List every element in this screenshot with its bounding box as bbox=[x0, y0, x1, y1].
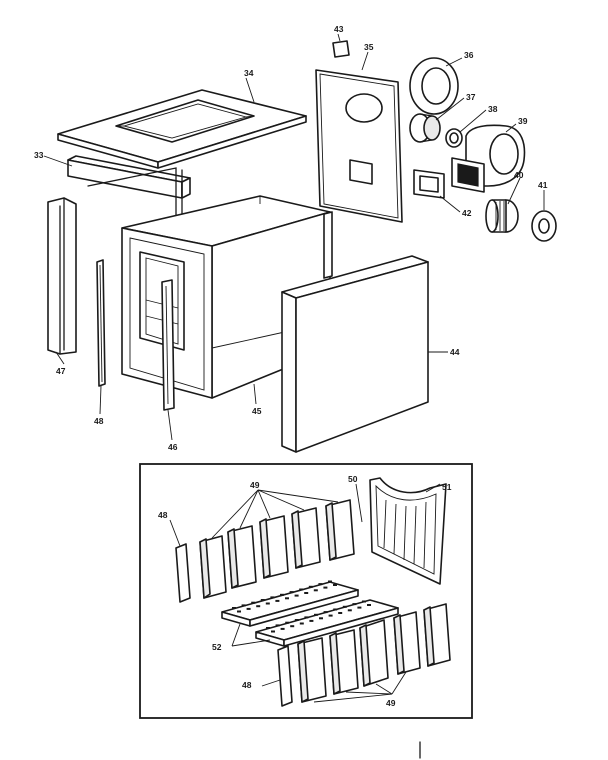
grate-slot bbox=[285, 597, 289, 600]
grate-slot bbox=[357, 606, 362, 609]
part-41-mount-ring bbox=[531, 210, 557, 242]
grate-slot bbox=[338, 612, 343, 614]
label-52: 52 bbox=[212, 642, 222, 652]
grate-slot bbox=[319, 617, 323, 620]
grate-slot bbox=[285, 621, 290, 624]
part-47-side-channel bbox=[47, 197, 77, 355]
label-41: 41 bbox=[538, 180, 548, 190]
grate-slot bbox=[299, 622, 304, 625]
label-43: 43 bbox=[334, 24, 344, 34]
grate-slot bbox=[241, 604, 246, 607]
grate-hole-pattern bbox=[232, 580, 371, 633]
grate-slot bbox=[299, 588, 304, 591]
grate-slot bbox=[323, 611, 328, 614]
grate-slot bbox=[237, 610, 241, 613]
grate-slot bbox=[347, 609, 352, 612]
label-42: 42 bbox=[462, 208, 472, 218]
grate-slot bbox=[280, 627, 285, 630]
grate-slot bbox=[313, 589, 318, 592]
grate-slot bbox=[323, 586, 328, 589]
grate-slot bbox=[318, 583, 323, 586]
label-38: 38 bbox=[488, 104, 498, 114]
grate-slot bbox=[308, 585, 313, 588]
label-34: 34 bbox=[244, 68, 254, 78]
grate-slot bbox=[328, 614, 333, 617]
grate-slot bbox=[271, 630, 275, 633]
refractory-kit-box bbox=[139, 463, 473, 719]
grate-slot bbox=[333, 584, 337, 586]
part-38-ring bbox=[445, 128, 463, 148]
part-52-grates bbox=[221, 581, 399, 647]
label-39: 39 bbox=[518, 116, 528, 126]
grate-slot bbox=[342, 605, 347, 608]
label-44: 44 bbox=[450, 347, 460, 357]
label-45: 45 bbox=[252, 406, 262, 416]
grate-slot bbox=[294, 594, 299, 597]
part-40-strip bbox=[96, 259, 106, 387]
label-36: 36 bbox=[464, 50, 474, 60]
part-44-side-panel bbox=[281, 255, 429, 453]
part-51-back-wall bbox=[369, 477, 447, 585]
grate-slot bbox=[367, 604, 371, 606]
upper-brick-row bbox=[175, 499, 355, 603]
label-51: 51 bbox=[442, 482, 452, 492]
grate-slot bbox=[309, 619, 314, 622]
label-50: 50 bbox=[348, 474, 358, 484]
lower-leader-lines bbox=[169, 483, 441, 703]
grate-slot bbox=[314, 613, 318, 616]
grate-slot bbox=[246, 607, 251, 610]
part-43-tag bbox=[332, 40, 350, 58]
grate-slot bbox=[270, 596, 275, 599]
grate-slot bbox=[265, 602, 270, 605]
upper-leader-lines bbox=[43, 33, 545, 441]
part-42-flange bbox=[413, 169, 445, 199]
part-37-collar bbox=[409, 113, 441, 143]
lower-brick-row bbox=[277, 603, 451, 707]
grate-slot bbox=[304, 592, 309, 594]
grate-slot bbox=[256, 605, 261, 608]
grate-slot bbox=[328, 580, 332, 583]
grate-slot bbox=[266, 627, 270, 629]
grate-slot bbox=[280, 593, 284, 596]
grate-slot bbox=[352, 603, 357, 606]
label-48-upper: 48 bbox=[158, 510, 168, 520]
grate-slot bbox=[251, 601, 256, 604]
grate-slot bbox=[275, 624, 280, 627]
part-40-blower-wheel bbox=[485, 199, 519, 233]
label-49-lower: 49 bbox=[386, 698, 396, 708]
part-35-back-plate bbox=[315, 69, 403, 223]
label-49-upper: 49 bbox=[250, 480, 260, 490]
label-47: 47 bbox=[56, 366, 66, 376]
label-48-strip: 48 bbox=[94, 416, 104, 426]
grate-slot bbox=[294, 619, 299, 621]
grate-slot bbox=[333, 608, 338, 611]
label-37: 37 bbox=[466, 92, 476, 102]
grate-slot bbox=[362, 600, 366, 603]
part-36-gasket bbox=[409, 57, 459, 115]
label-46: 46 bbox=[168, 442, 178, 452]
label-33: 33 bbox=[34, 150, 44, 160]
grate-slot bbox=[275, 599, 280, 602]
grate-slot bbox=[232, 607, 236, 609]
label-40-wheel: 40 bbox=[514, 170, 524, 180]
part-34-top-panel bbox=[57, 89, 307, 169]
grate-slot bbox=[290, 625, 295, 628]
grate-slot bbox=[304, 616, 309, 619]
grate-slot bbox=[260, 599, 265, 601]
grate-slot bbox=[289, 591, 294, 594]
label-48-lower: 48 bbox=[242, 680, 252, 690]
part-39-blower-housing bbox=[451, 124, 526, 193]
label-35: 35 bbox=[364, 42, 374, 52]
